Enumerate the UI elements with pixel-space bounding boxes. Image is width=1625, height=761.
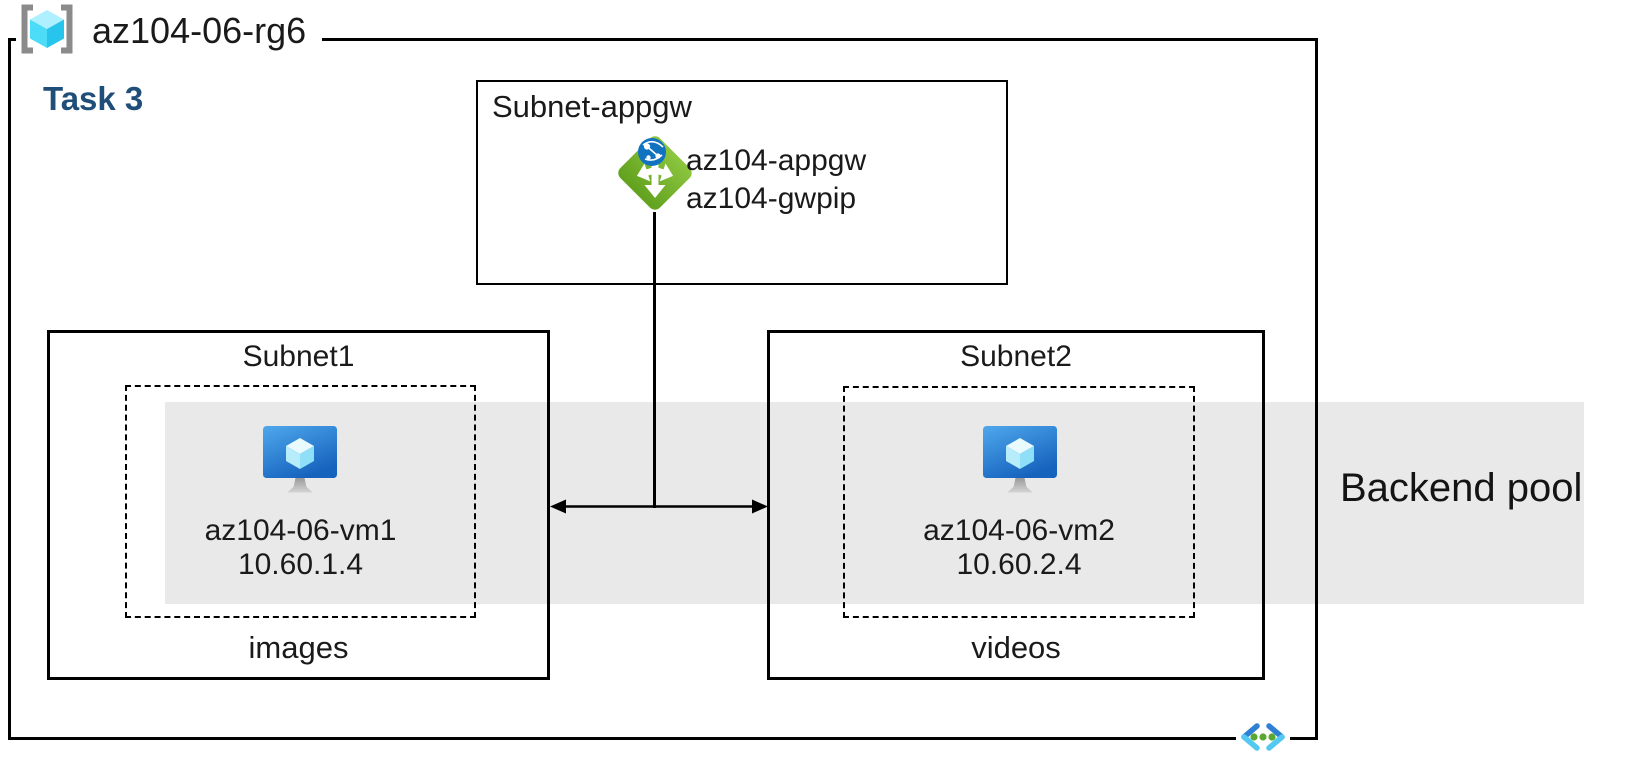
- virtual-machine-icon: [262, 425, 338, 499]
- subnet-double-arrow: [550, 494, 768, 519]
- virtual-network-icon: [1236, 717, 1290, 757]
- virtual-machine-icon: [982, 425, 1058, 499]
- appgw-connector-line: [653, 212, 656, 508]
- backend-pool-band: [165, 402, 1584, 604]
- subnet1-caption: images: [248, 630, 349, 665]
- subnet2-title: Subnet2: [960, 340, 1072, 373]
- appgw-public-ip-name: az104-gwpip: [686, 182, 857, 215]
- appgw-labels: az104-appgw az104-gwpip: [686, 142, 866, 218]
- subnet1-box: [47, 330, 550, 680]
- backend-pool-label: Backend pool: [1340, 466, 1583, 510]
- task-label: Task 3: [43, 80, 144, 117]
- resource-group-icon: [18, 4, 76, 59]
- resource-group-header: az104-06-rg6: [16, 2, 323, 60]
- resource-group-name: az104-06-rg6: [92, 10, 307, 51]
- subnet1-title: Subnet1: [242, 340, 355, 373]
- vm1-name: az104-06-vm1: [204, 514, 397, 547]
- application-gateway-icon: [612, 130, 698, 216]
- subnet-appgw-title: Subnet-appgw: [492, 89, 692, 124]
- subnet2-caption: videos: [971, 630, 1061, 665]
- resource-group-box: [8, 38, 1318, 740]
- subnet-appgw-box: [476, 80, 1008, 285]
- subnet2-backend-dashed-box: [843, 386, 1195, 618]
- vm2-ip: 10.60.2.4: [956, 548, 1082, 581]
- appgw-name: az104-appgw: [686, 144, 867, 177]
- vm1-labels: az104-06-vm1 10.60.1.4: [125, 514, 476, 582]
- vm2-labels: az104-06-vm2 10.60.2.4: [843, 514, 1195, 582]
- vm1-ip: 10.60.1.4: [237, 548, 364, 581]
- subnet2-box: [767, 330, 1265, 680]
- vm2-name: az104-06-vm2: [923, 514, 1115, 547]
- subnet1-backend-dashed-box: [125, 385, 476, 618]
